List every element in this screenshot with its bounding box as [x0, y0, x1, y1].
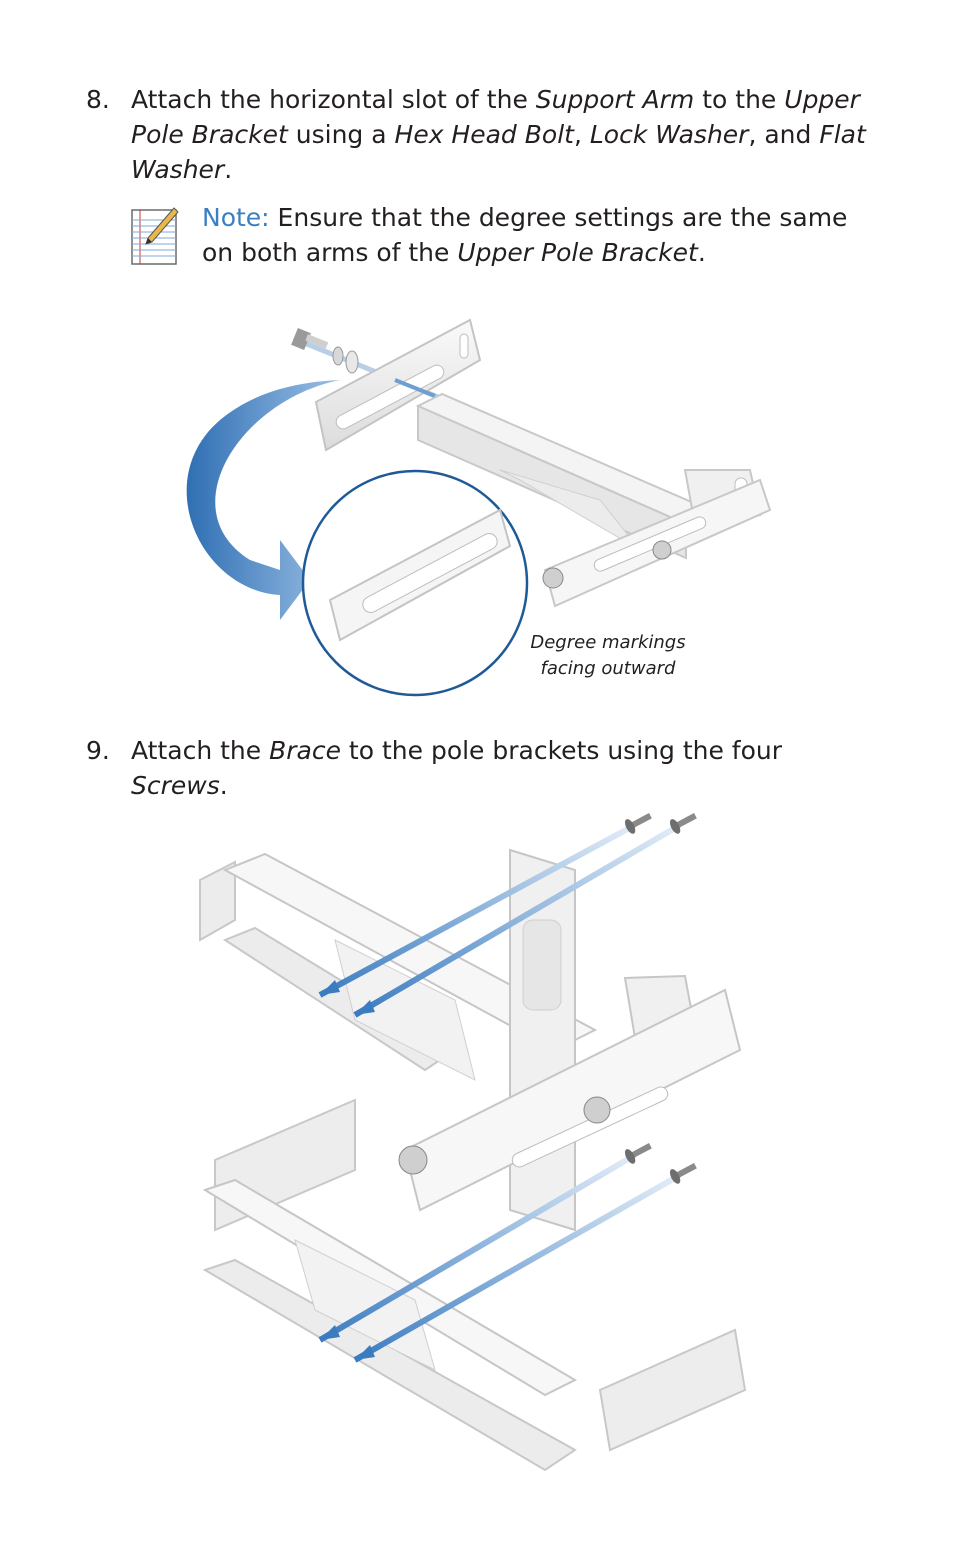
caption-line-1: Degree markings — [530, 632, 686, 653]
emphasis-term: Support Arm — [535, 85, 695, 114]
upper-pole-bracket — [415, 392, 772, 608]
upper-pole-bracket — [199, 852, 598, 1081]
lock-washer — [332, 346, 344, 366]
emphasis-term: Screws — [131, 771, 220, 800]
text-run: . — [224, 155, 233, 184]
text-run: , and — [748, 120, 820, 149]
text-run: Attach the horizontal slot of the — [131, 85, 536, 114]
caption-line-2: facing outward — [540, 658, 676, 679]
figure-brace — [199, 813, 747, 1472]
upper-screws — [318, 813, 697, 1018]
emphasis-term: Hex Head Bolt — [394, 120, 574, 149]
step-number: 9. — [86, 736, 110, 765]
detail-callout — [301, 469, 529, 697]
figure-caption: Degree markings facing outward — [508, 630, 708, 682]
note-text: Note: Ensure that the degree settings ar… — [202, 200, 850, 270]
emphasis-term: Upper Pole Bracket — [457, 238, 698, 267]
text-run: . — [219, 771, 228, 800]
text-run: Ensure that the degree settings are the … — [202, 203, 848, 267]
lower-screws — [318, 1143, 697, 1363]
screw-icon — [624, 813, 652, 834]
emphasis-term: Brace — [269, 736, 341, 765]
support-arm — [314, 318, 482, 452]
step-8: 8. Attach the horizontal slot of the Sup… — [86, 82, 866, 187]
screw-icon — [669, 1163, 697, 1184]
flat-washer — [345, 350, 359, 374]
emphasis-term: Lock Washer — [589, 120, 749, 149]
text-run: . — [697, 238, 706, 267]
note: Note: Ensure that the degree settings ar… — [130, 200, 850, 270]
note-label: Note: — [202, 203, 270, 232]
curved-arrow — [186, 380, 340, 620]
emphasis-term: Upper Pole Bracket — [131, 85, 860, 149]
figure-support-arm — [186, 318, 772, 697]
step-number: 8. — [86, 85, 110, 114]
note-body: Ensure that the degree settings are the … — [202, 203, 847, 267]
screw-icon — [624, 1143, 652, 1164]
notepad-pencil-icon — [131, 207, 179, 265]
text-run: to the — [694, 85, 785, 114]
screw-icon — [669, 813, 697, 834]
text-run: using a — [287, 120, 395, 149]
hex-head-bolt — [291, 328, 329, 350]
text-run: Attach the — [131, 736, 270, 765]
support-arm — [398, 974, 742, 1212]
step-9: 9. Attach the Brace to the pole brackets… — [86, 733, 866, 803]
lower-pole-bracket — [202, 1098, 747, 1472]
step-text: Attach the Brace to the pole brackets us… — [131, 733, 866, 803]
text-run: to the pole brackets using the four — [340, 736, 783, 765]
step-text: Attach the horizontal slot of the Suppor… — [131, 82, 866, 187]
text-run: , — [573, 120, 590, 149]
emphasis-term: Flat Washer — [131, 120, 866, 184]
